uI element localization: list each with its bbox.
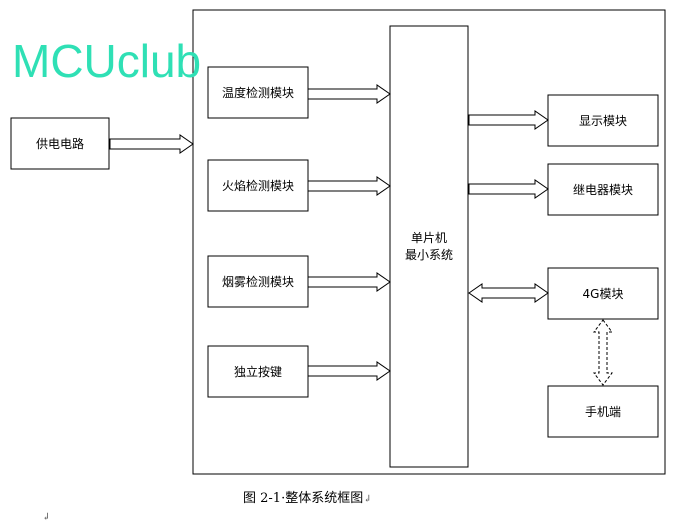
mcu-block: 单片机 最小系统 — [389, 25, 469, 468]
figure-caption: 图 2-1·整体系统框图↲ — [243, 487, 372, 506]
relay-module-block: 继电器模块 — [547, 163, 659, 216]
4g-module-label: 4G模块 — [583, 287, 624, 301]
arrow-mcu-to-relay — [468, 179, 549, 199]
4g-module-block: 4G模块 — [547, 267, 659, 320]
mcu-label-line2: 最小系统 — [405, 248, 453, 262]
power-supply-label: 供电电路 — [36, 136, 84, 151]
caption-paragraph-mark: ↲ — [363, 494, 372, 505]
phone-label: 手机端 — [585, 405, 621, 419]
smoke-module-block: 烟雾检测模块 — [207, 255, 309, 308]
figure-caption-text: 图 2-1·整体系统框图 — [243, 491, 364, 506]
flame-module-label: 火焰检测模块 — [222, 178, 294, 193]
display-module-block: 显示模块 — [547, 94, 659, 147]
temperature-module-block: 温度检测模块 — [207, 66, 309, 119]
arrow-button-to-mcu — [307, 361, 391, 381]
flame-module-block: 火焰检测模块 — [207, 159, 309, 212]
phone-block: 手机端 — [547, 385, 659, 438]
mcu-label-line1: 单片机 — [411, 231, 447, 245]
arrow-4g-phone-wireless — [593, 319, 613, 386]
arrow-power-to-system — [109, 134, 194, 154]
smoke-module-label: 烟雾检测模块 — [222, 274, 294, 289]
arrow-temp-to-mcu — [307, 84, 391, 104]
relay-module-label: 继电器模块 — [573, 183, 633, 197]
power-supply-block: 供电电路 — [10, 117, 110, 170]
arrow-mcu-to-display — [468, 110, 549, 130]
arrow-smoke-to-mcu — [307, 272, 391, 292]
display-module-label: 显示模块 — [579, 114, 627, 128]
arrow-flame-to-mcu — [307, 176, 391, 196]
system-frame — [192, 9, 666, 475]
button-module-label: 独立按键 — [234, 364, 282, 379]
temperature-module-label: 温度检测模块 — [222, 85, 294, 100]
watermark-logo: MCUclub — [12, 35, 201, 87]
button-module-block: 独立按键 — [207, 345, 309, 398]
arrow-mcu-4g-bidirectional — [468, 283, 549, 303]
paragraph-mark: ↲ — [42, 512, 51, 523]
